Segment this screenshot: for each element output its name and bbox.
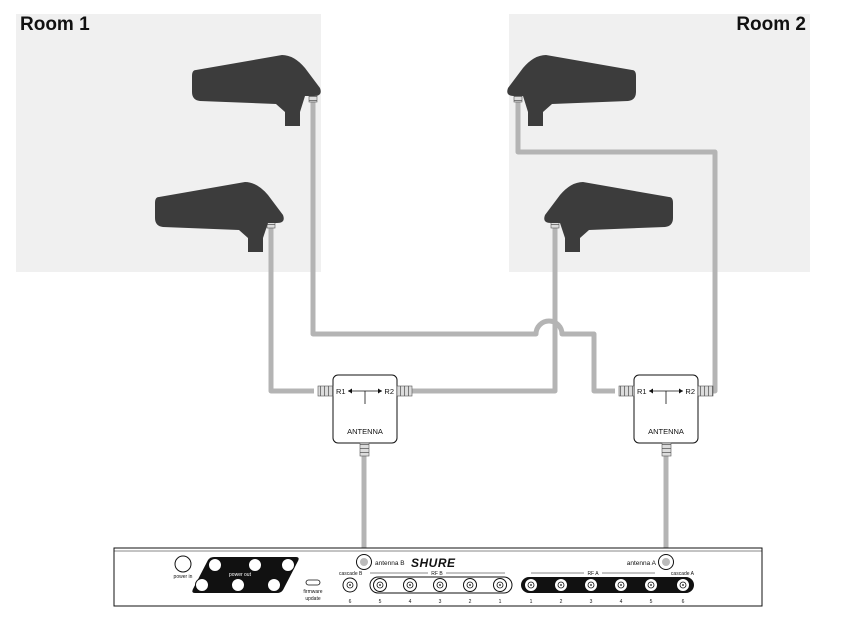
- combiner-r2-label: R2: [685, 387, 695, 396]
- a-number: 3: [590, 599, 593, 605]
- rf-b-output-jack[interactable]: [493, 578, 507, 592]
- combiner-r1-label: R1: [336, 387, 346, 396]
- combiner-r1-label: R1: [637, 387, 647, 396]
- cascade-b-label: cascade B: [339, 571, 363, 577]
- antenna-b-label: antenna B: [375, 560, 405, 567]
- power-out-label: power out: [229, 572, 252, 578]
- cables: [268, 100, 718, 561]
- firmware-label: firmware: [303, 589, 322, 595]
- room-2-top-antenna: [507, 55, 636, 126]
- rf-a-output-jack[interactable]: [584, 578, 598, 592]
- room-1-bottom-antenna: [155, 182, 284, 252]
- a-number: 1: [530, 599, 533, 605]
- rf-a-output-jack[interactable]: [554, 578, 568, 592]
- b-number: 4: [409, 599, 412, 605]
- combiner-port-r2: [396, 385, 413, 397]
- power-out-jack[interactable]: [208, 558, 222, 572]
- power-out-jack[interactable]: [195, 578, 209, 592]
- cable-room1-bottom-antenna: [268, 226, 314, 394]
- room-1-area: [16, 14, 321, 272]
- combiner-r2-label: R2: [384, 387, 394, 396]
- room-2-area: [509, 14, 810, 272]
- cable-room2-top-antenna: [515, 100, 718, 394]
- a-number: 4: [620, 599, 623, 605]
- rf-b-label: RF B: [431, 571, 443, 577]
- rf-a-output-jack[interactable]: [524, 578, 538, 592]
- room-2-bottom-antenna: [544, 182, 673, 252]
- b-number: 3: [439, 599, 442, 605]
- antenna-combiner-2: R1 R2 ANTENNA: [618, 374, 714, 457]
- antenna-a-label: antenna A: [627, 560, 657, 567]
- rf-a-output-jack[interactable]: [614, 578, 628, 592]
- rf-b-output-jack[interactable]: [433, 578, 447, 592]
- combiner-port-output: [661, 442, 672, 457]
- rf-b-output-jack[interactable]: [373, 578, 387, 592]
- power-out-jack[interactable]: [267, 578, 281, 592]
- room-1-label: Room 1: [20, 14, 90, 35]
- a-number: 5: [650, 599, 653, 605]
- combiner-label: ANTENNA: [347, 427, 383, 436]
- combiner-label: ANTENNA: [648, 427, 684, 436]
- power-in-jack[interactable]: [174, 555, 192, 573]
- b-number: 2: [469, 599, 472, 605]
- receiver-rear-panel: power in power out firmware update anten…: [113, 547, 763, 607]
- brand-logo: SHURE: [411, 556, 456, 570]
- b-number: 5: [379, 599, 382, 605]
- update-label: update: [305, 596, 321, 602]
- combiner-port-r1: [317, 385, 334, 397]
- combiner-port-r2: [697, 385, 714, 397]
- rf-b-output-jack[interactable]: [463, 578, 477, 592]
- b-number: 6: [349, 599, 352, 605]
- room-2-label: Room 2: [736, 14, 806, 35]
- power-in-label: power in: [174, 574, 193, 580]
- rf-b-output-jack[interactable]: [403, 578, 417, 592]
- a-number: 2: [560, 599, 563, 605]
- combiner-port-r1: [618, 385, 635, 397]
- rf-a-output-row: [521, 577, 694, 593]
- cascade-a-jack[interactable]: [676, 578, 690, 592]
- power-out-jack[interactable]: [281, 558, 295, 572]
- firmware-update-port[interactable]: [305, 579, 321, 586]
- a-number: 6: [682, 599, 685, 605]
- power-out-jack[interactable]: [248, 558, 262, 572]
- rf-a-label: RF A: [587, 571, 599, 577]
- rf-a-output-jack[interactable]: [644, 578, 658, 592]
- rf-b-output-row: [369, 576, 513, 594]
- antenna-combiner-1: R1 R2 ANTENNA: [317, 374, 413, 457]
- b-number: 1: [499, 599, 502, 605]
- cable-room1-top-antenna: [310, 100, 615, 394]
- cascade-a-label: cascade A: [671, 571, 695, 577]
- combiner-port-output: [359, 442, 370, 457]
- room-1-top-antenna: [192, 55, 321, 126]
- cable-room2-bottom-antenna: [412, 226, 558, 394]
- power-out-jack[interactable]: [231, 578, 245, 592]
